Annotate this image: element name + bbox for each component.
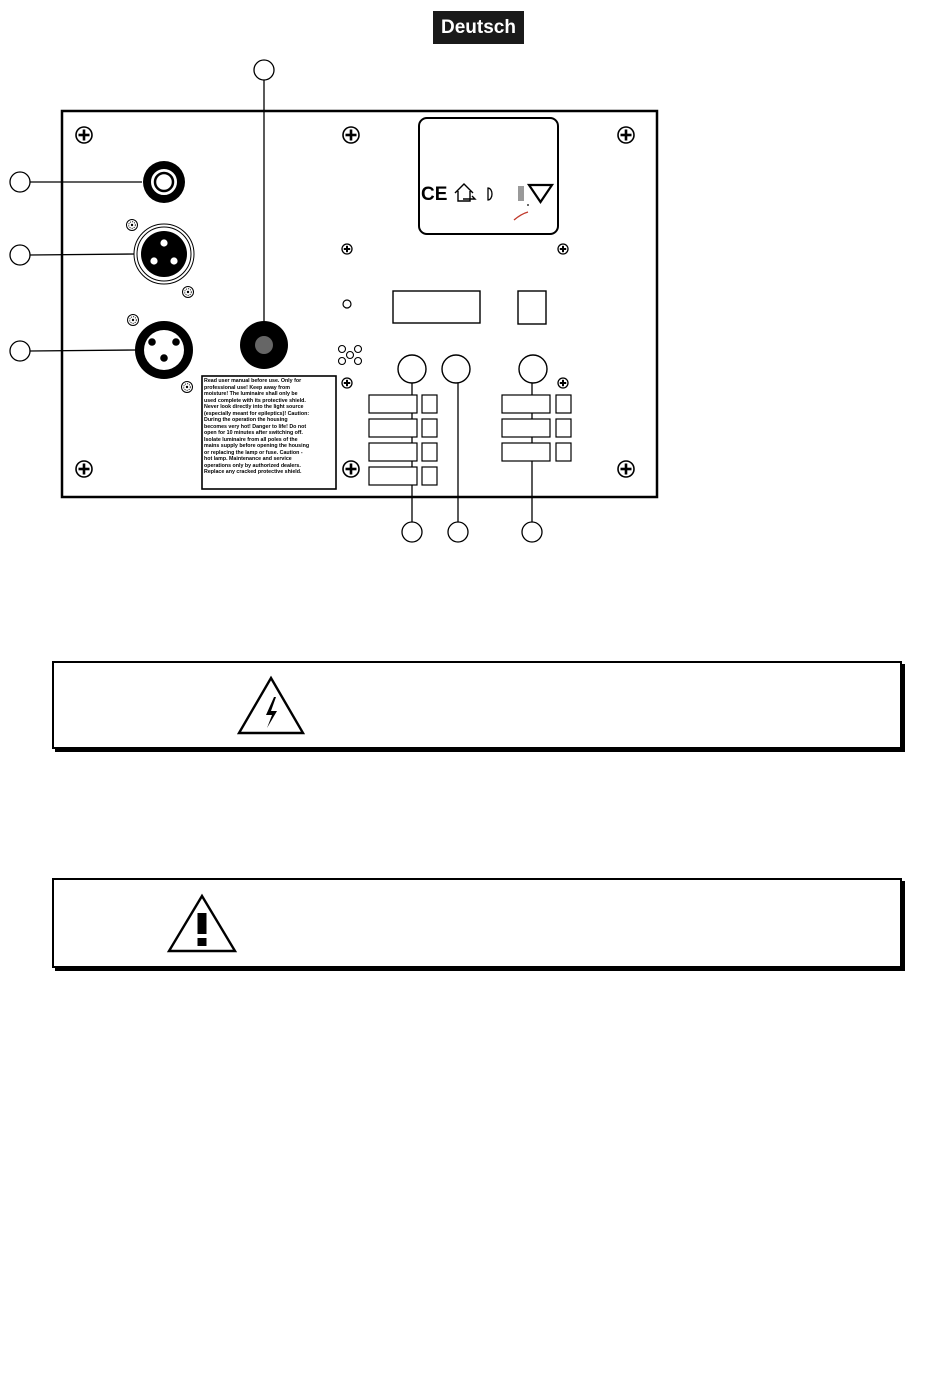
rating-plate: CE (418, 117, 559, 235)
control-knob-icon (397, 354, 548, 384)
indoor-use-icon (454, 183, 477, 202)
ce-mark: CE (421, 184, 447, 205)
warning-label-text: Read user manual before use. Only for pr… (204, 378, 310, 475)
microphone-icon (337, 344, 363, 366)
display-window (392, 290, 481, 324)
distance-marker-icon (518, 186, 524, 201)
caution-exclamation-icon (166, 893, 238, 953)
xlr-input-icon (126, 219, 195, 298)
caution-notice (52, 878, 902, 968)
jack-socket-icon (143, 161, 185, 203)
warning-label-frame (201, 375, 337, 490)
indicator-hole (342, 299, 352, 309)
electric-shock-warning-icon (236, 675, 306, 735)
setting-fields-left (368, 394, 438, 486)
xlr-output-icon (127, 314, 193, 393)
callout-markers (9, 59, 543, 543)
rear-panel-diagram: CE (9, 59, 659, 543)
setting-fields-right (501, 394, 572, 462)
language-badge: Deutsch (433, 11, 524, 44)
power-cable-grommet-icon (240, 321, 288, 369)
power-switch (517, 290, 547, 325)
electric-shock-notice (52, 661, 902, 749)
flame-distance-icon (526, 183, 555, 204)
protection-class-icon (487, 187, 493, 201)
